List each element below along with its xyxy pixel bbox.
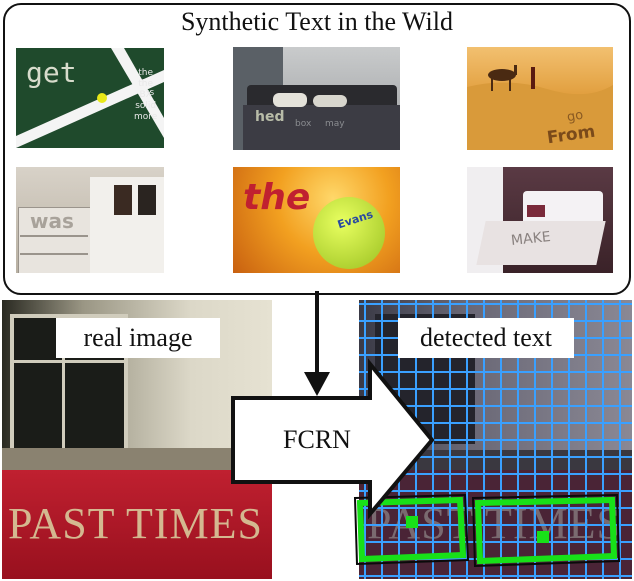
thumb-word: get	[26, 56, 77, 89]
fcrn-arrow	[231, 358, 435, 520]
thumb-bedroom-dark: hed box may	[233, 47, 400, 150]
thumb-word: BX	[139, 90, 152, 100]
thumb-word: may	[325, 119, 345, 129]
thumb-bedroom-make: MAKE	[467, 167, 613, 273]
thumb-bedroom-dresser: was	[16, 167, 164, 273]
camel-graphic	[467, 65, 613, 150]
thumb-word: the	[138, 79, 154, 89]
thumb-word: box	[295, 119, 312, 129]
fcrn-label: FCRN	[283, 425, 351, 454]
thumb-word: was	[30, 209, 74, 233]
down-arrow-head	[304, 372, 330, 396]
real-image-label: real image	[56, 318, 220, 358]
real-image: PAST TIMES	[2, 300, 272, 579]
thumb-word: the	[138, 68, 154, 78]
thumb-word: solid	[135, 101, 157, 111]
thumb-word: the	[243, 177, 311, 218]
tennis-court-graphic	[16, 48, 164, 148]
thumb-word: hed	[255, 109, 285, 125]
sign-text: PAST TIMES	[8, 499, 263, 548]
thumb-word-stack: the the BX solid more	[134, 68, 157, 123]
panel-title: Synthetic Text in the Wild	[180, 7, 454, 36]
thumb-desert: go From	[467, 47, 613, 150]
detected-text-label: detected text	[398, 318, 574, 358]
thumb-tennis-court: get the the BX solid more is	[16, 48, 164, 148]
thumb-tennis-ball: the Evans	[233, 167, 400, 273]
thumb-word: more	[134, 112, 158, 122]
thumb-word: is	[147, 88, 155, 98]
sign-board	[2, 470, 272, 579]
